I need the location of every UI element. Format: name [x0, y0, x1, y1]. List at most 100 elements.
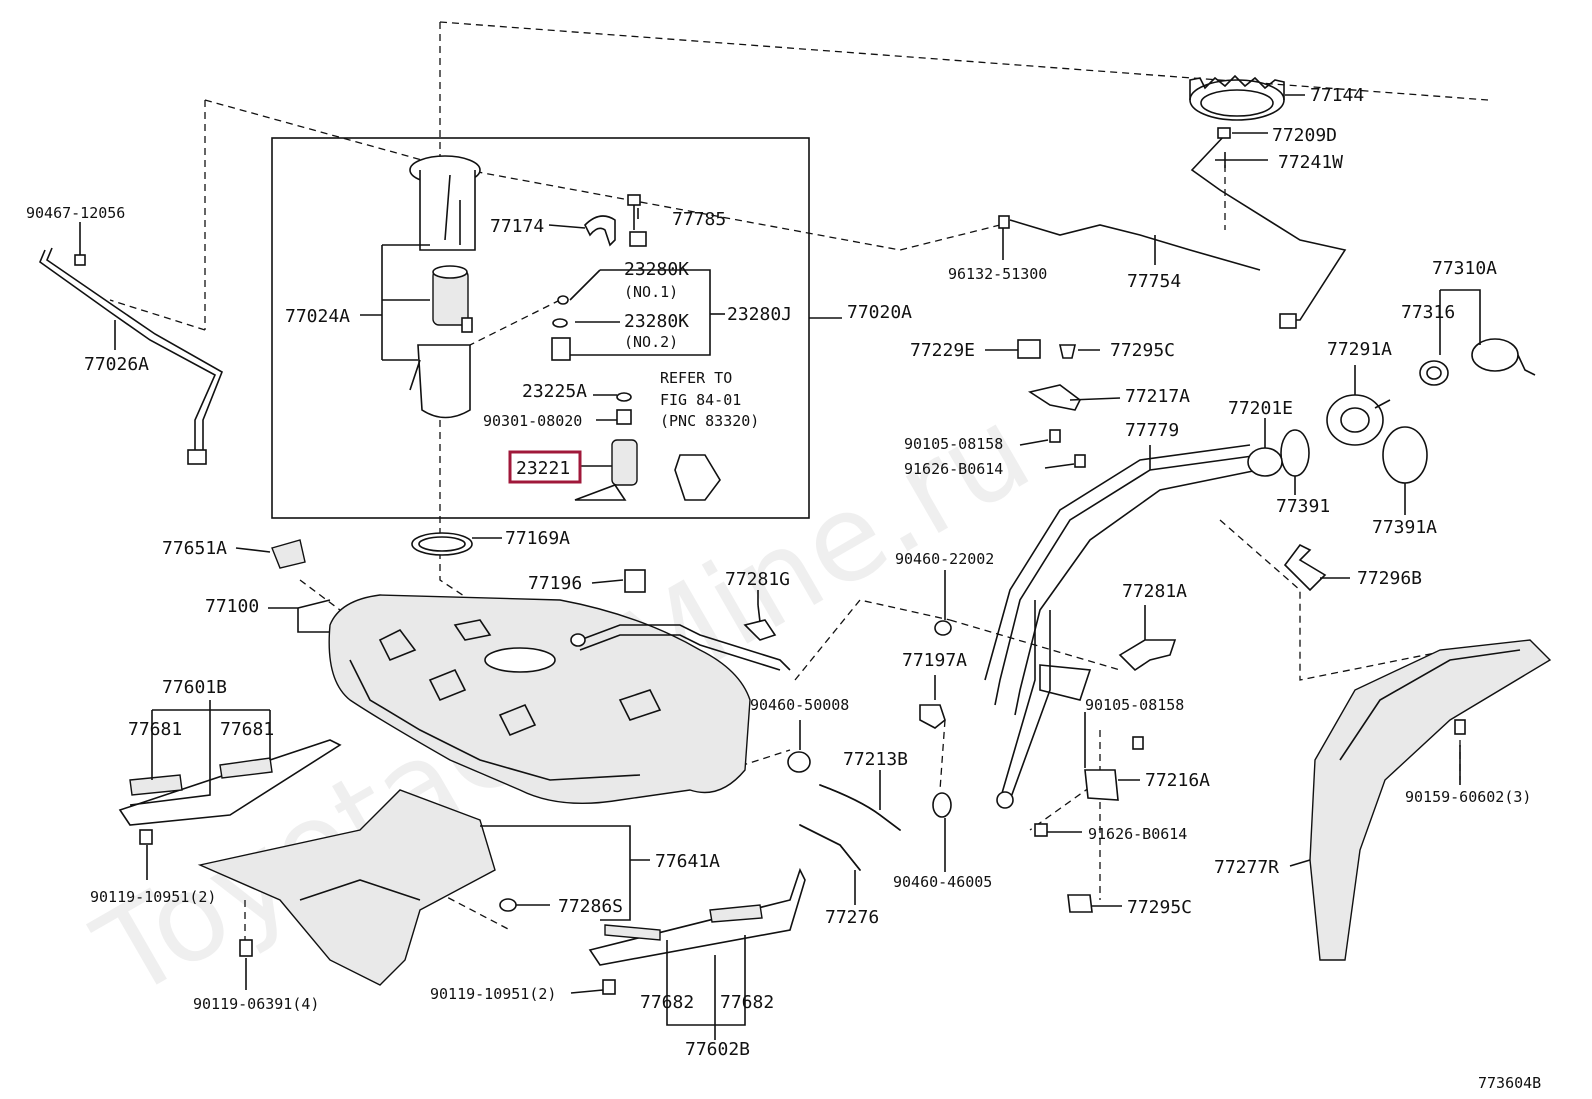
label-90105-08158-top[interactable]: 90105-08158: [904, 435, 1003, 453]
label-91626-B0614-bot[interactable]: 91626-B0614: [1088, 825, 1187, 843]
label-77277R[interactable]: 77277R: [1214, 857, 1279, 878]
under-cover-77641A: [197, 789, 517, 986]
highlight-box-23221: [508, 450, 582, 484]
label-77682-left[interactable]: 77682: [640, 992, 694, 1013]
part-labels[interactable]: 90467-12056 77026A 77024A 77174 77785 23…: [26, 85, 1531, 1060]
label-77681-right[interactable]: 77681: [220, 719, 274, 740]
refer-note-line1: REFER TO: [660, 369, 732, 387]
label-77100[interactable]: 77100: [205, 596, 259, 617]
label-77286S[interactable]: 77286S: [558, 896, 623, 917]
label-77601B[interactable]: 77601B: [162, 677, 227, 698]
tube-77754: [998, 215, 1261, 271]
filler-pipe-77201E: [984, 444, 1283, 809]
pad-77651A: [271, 539, 306, 569]
vent-tube-77026A: [39, 247, 223, 465]
label-77602B[interactable]: 77602B: [685, 1039, 750, 1060]
label-77281G[interactable]: 77281G: [725, 569, 790, 590]
clamp-90460-22002: [934, 620, 952, 636]
label-77020A[interactable]: 77020A: [847, 302, 912, 323]
label-77651A[interactable]: 77651A: [162, 538, 227, 559]
label-77209D[interactable]: 77209D: [1272, 125, 1337, 146]
clamp-90460-50008: [787, 751, 811, 773]
label-77682-right[interactable]: 77682: [720, 992, 774, 1013]
label-77391[interactable]: 77391: [1276, 496, 1330, 517]
label-90467-12056[interactable]: 90467-12056: [26, 204, 125, 222]
clip-77197A: [919, 704, 946, 729]
label-23225A[interactable]: 23225A: [522, 381, 587, 402]
label-77144[interactable]: 77144: [1310, 85, 1364, 106]
label-23280J[interactable]: 23280J: [727, 304, 792, 325]
bracket-77174: [584, 215, 616, 247]
label-96132-51300[interactable]: 96132-51300: [948, 265, 1047, 283]
gasket-77169A: [411, 532, 473, 556]
retainer-ring-77144: [1189, 74, 1285, 121]
label-77217A[interactable]: 77217A: [1125, 386, 1190, 407]
label-77229E[interactable]: 77229E: [910, 340, 975, 361]
clamp-90460-46005: [932, 792, 952, 818]
band-77602B: [588, 867, 806, 995]
label-77197A[interactable]: 77197A: [902, 650, 967, 671]
leader-lines: [79, 94, 1481, 1040]
label-90105-08158-mid[interactable]: 90105-08158: [1085, 696, 1184, 714]
figure-id: 773604B: [1478, 1074, 1541, 1092]
label-77281A[interactable]: 77281A: [1122, 581, 1187, 602]
label-77201E[interactable]: 77201E: [1228, 398, 1293, 419]
filler-cap-parts: [1280, 338, 1536, 484]
label-90159-60602-3[interactable]: 90159-60602(3): [1405, 788, 1531, 806]
label-77213B[interactable]: 77213B: [843, 749, 908, 770]
band-77601B: [118, 739, 342, 845]
label-23280K-no2[interactable]: 23280K: [624, 311, 689, 332]
fuel-tank-77100: [328, 594, 791, 805]
pump-assembly-frame: [271, 137, 810, 519]
label-90301-08020[interactable]: 90301-08020: [483, 412, 582, 430]
label-90460-22002[interactable]: 90460-22002: [895, 550, 994, 568]
clip-parts-upper: [1017, 339, 1086, 468]
label-77681-left[interactable]: 77681: [128, 719, 182, 740]
label-77295C-bot[interactable]: 77295C: [1127, 897, 1192, 918]
fuel-pump-module: [409, 155, 481, 419]
label-77296B[interactable]: 77296B: [1357, 568, 1422, 589]
label-77295C-top[interactable]: 77295C: [1110, 340, 1175, 361]
label-23280K-no2-note: (NO.2): [624, 333, 678, 351]
label-77754[interactable]: 77754: [1127, 271, 1181, 292]
label-77241W[interactable]: 77241W: [1278, 152, 1343, 173]
label-77216A[interactable]: 77216A: [1145, 770, 1210, 791]
label-77276[interactable]: 77276: [825, 907, 879, 928]
hose-77276: [799, 824, 861, 871]
label-77641A[interactable]: 77641A: [655, 851, 720, 872]
breather-hose: [1190, 127, 1347, 329]
label-77291A[interactable]: 77291A: [1327, 339, 1392, 360]
label-90460-50008[interactable]: 90460-50008: [750, 696, 849, 714]
label-23280K-no1-note: (NO.1): [624, 283, 678, 301]
refer-note-line2: FIG 84-01: [660, 391, 741, 409]
hose-77213B: [819, 784, 901, 831]
filter-parts-23280: [551, 295, 571, 361]
connector-77785: [627, 194, 647, 247]
label-77785[interactable]: 77785: [672, 209, 726, 230]
label-91626-B0614-top[interactable]: 91626-B0614: [904, 460, 1003, 478]
label-90460-46005[interactable]: 90460-46005: [893, 873, 992, 891]
label-77174[interactable]: 77174: [490, 216, 544, 237]
label-77779[interactable]: 77779: [1125, 420, 1179, 441]
bracket-77216A: [1034, 736, 1144, 913]
label-77026A[interactable]: 77026A: [84, 354, 149, 375]
protector-77277R: [1309, 639, 1552, 961]
fuel-pump-parts: [574, 392, 721, 501]
label-77316[interactable]: 77316: [1401, 302, 1455, 323]
label-77310A[interactable]: 77310A: [1432, 258, 1497, 279]
label-90119-06391-4[interactable]: 90119-06391(4): [193, 995, 319, 1013]
label-90119-10951-2-bottom[interactable]: 90119-10951(2): [430, 985, 556, 1003]
label-77391A[interactable]: 77391A: [1372, 517, 1437, 538]
clamp-77196: [624, 569, 646, 593]
refer-note-line3: (PNC 83320): [660, 412, 759, 430]
label-77024A[interactable]: 77024A: [285, 306, 350, 327]
label-77196[interactable]: 77196: [528, 573, 582, 594]
bracket-77281A: [1118, 639, 1177, 672]
clip-77296B: [1283, 543, 1327, 592]
bracket-77281G: [743, 604, 777, 641]
label-90119-10951-2-left[interactable]: 90119-10951(2): [90, 888, 216, 906]
label-77169A[interactable]: 77169A: [505, 528, 570, 549]
label-23221[interactable]: 23221: [516, 458, 570, 479]
label-23280K-no1[interactable]: 23280K: [624, 259, 689, 280]
